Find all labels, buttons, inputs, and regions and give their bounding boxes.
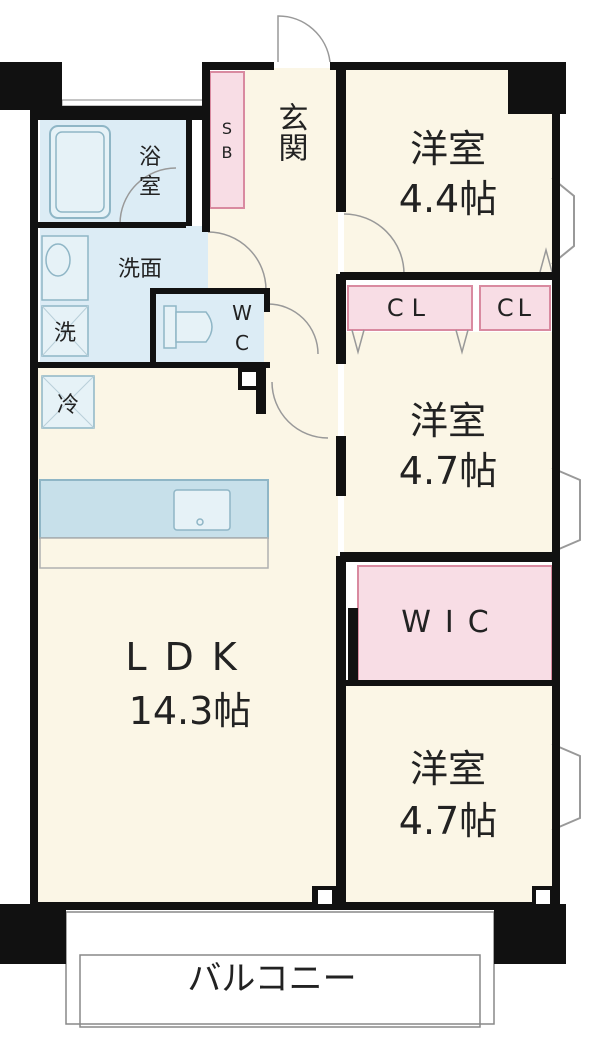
room1-door-swing <box>343 213 405 275</box>
entrance-label: 玄関 <box>273 102 308 162</box>
wic-label: WIC <box>401 605 502 640</box>
room2-floor <box>344 332 552 554</box>
sink <box>173 489 231 531</box>
closet2 <box>479 285 551 331</box>
bath-door-swing <box>119 167 177 225</box>
kitchen-counter <box>39 479 269 539</box>
room3-floor <box>344 682 552 906</box>
window-top-left <box>61 99 205 107</box>
washer-label: 洗 <box>54 321 76 346</box>
toilet-tank <box>163 305 177 349</box>
closet-hall-doors <box>539 247 553 273</box>
bay-window-3 <box>551 743 581 831</box>
pillar-hole-2 <box>536 890 550 904</box>
room3-size: 4.7帖 <box>399 799 497 843</box>
ldk-floor <box>38 368 338 906</box>
wic-room <box>357 565 553 683</box>
room2-size: 4.7帖 <box>399 449 497 493</box>
balcony-label: バルコニー <box>187 959 356 999</box>
room1-name: 洋室 <box>410 127 486 171</box>
entrance-floor <box>245 68 340 202</box>
fridge-label: 冷 <box>57 393 79 418</box>
closet1-doors <box>351 329 469 355</box>
walls <box>0 62 566 964</box>
ldk-size: 14.3帖 <box>129 689 252 733</box>
wc-door-swing <box>267 303 319 355</box>
closet1-label: CL <box>387 294 433 322</box>
bath-label-1: 浴 <box>139 145 161 170</box>
closet1 <box>347 285 473 331</box>
toilet-bowl <box>175 311 213 343</box>
sink-drain <box>196 518 204 526</box>
bay-window-1 <box>551 177 575 265</box>
washbasin <box>41 235 89 301</box>
washbasin-bowl <box>45 243 71 277</box>
kitchen-counter-back <box>39 537 269 569</box>
fridge-cross-b <box>41 375 95 429</box>
washer-cross-b <box>41 305 89 357</box>
wc-label-1: W <box>232 301 252 325</box>
room3-name: 洋室 <box>410 747 486 791</box>
bay-window-2 <box>551 467 581 553</box>
shoebox-label-b: B <box>222 143 233 162</box>
closet2-label: CL <box>497 294 535 322</box>
balcony-floor <box>65 911 495 1025</box>
front-door-swing <box>277 15 331 63</box>
balcony-rail <box>79 954 481 1028</box>
room1-size: 4.4帖 <box>399 177 497 221</box>
pillar-hole-1 <box>318 890 332 904</box>
wc-label-2: C <box>235 331 249 355</box>
ldk-name: LDK <box>125 635 254 679</box>
shoebox-label-s: S <box>222 119 232 138</box>
pillar-hole-3 <box>242 372 256 386</box>
washroom-label: 洗面 <box>118 257 162 282</box>
room2-name: 洋室 <box>410 399 486 443</box>
ldk-door-swing <box>271 381 329 439</box>
bathtub <box>49 125 111 219</box>
washroom-door-swing <box>207 231 267 291</box>
bath-label-2: 室 <box>139 175 161 200</box>
bathtub-inner <box>55 131 105 213</box>
shoebox <box>209 71 245 209</box>
